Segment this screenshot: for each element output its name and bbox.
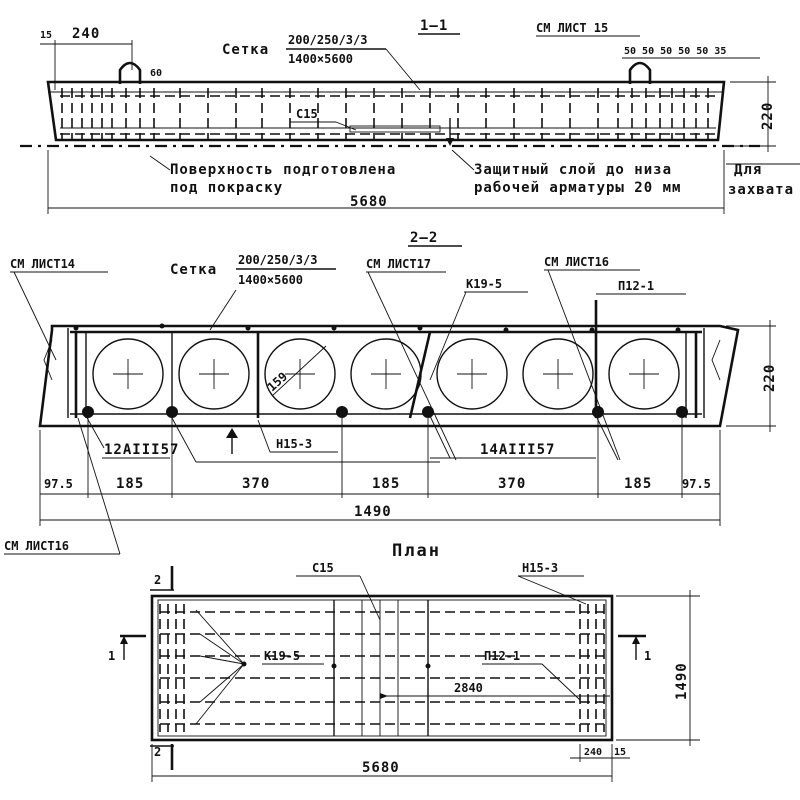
section-1-dim-240: 240	[72, 26, 100, 42]
section-1-note-surface-2: под покраску	[170, 180, 283, 196]
section-2-title: 2—2	[410, 230, 438, 246]
plan-end-hatch-left	[159, 604, 185, 732]
plan-k19-label: К19-5	[264, 649, 300, 663]
section-2-dim-chain-2: 370	[242, 476, 270, 492]
section-1-dim-60: 60	[150, 68, 162, 79]
plan-title: План	[392, 541, 441, 561]
plan-c15-label: С15	[312, 561, 334, 575]
section-2-ref-sheet-16-top: СМ ЛИСТ16	[544, 255, 609, 269]
plan-dim-15: 15	[614, 747, 626, 758]
section-2-bars	[82, 406, 688, 418]
section-2-2: 2—2 СМ ЛИСТ14 Сетка 200/250/3/3 1400×560…	[4, 230, 778, 555]
section-2-dim-chain-5: 185	[624, 476, 652, 492]
section-1-dim-5680: 5680	[350, 194, 388, 210]
section-1-note-cover-2: рабочей арматуры 20 мм	[474, 180, 681, 196]
section-2-voids	[92, 338, 680, 410]
plan-cut-1-left: 1	[108, 649, 115, 663]
section-1-note-grip-2: захвата	[728, 182, 794, 198]
plan-dim-5680: 5680	[362, 760, 400, 776]
plan-dim-1490: 1490	[674, 662, 690, 700]
section-2-dim-chain-0: 97.5	[44, 477, 73, 491]
section-1-note-grip-1: Для	[734, 162, 762, 178]
section-2-dim-chain-6: 97.5	[682, 477, 711, 491]
plan-p12-label: П12-1	[484, 649, 520, 663]
section-2-dim-chain-4: 370	[498, 476, 526, 492]
section-2-mesh-spec-top: 200/250/3/3	[238, 253, 317, 267]
plan-dim-240: 240	[584, 747, 602, 758]
section-1-title: 1—1	[420, 18, 448, 34]
section-1-stirrups-left	[61, 88, 237, 140]
section-2-mesh-spec-bottom: 1400×5600	[238, 273, 303, 287]
section-2-n15-label: Н15-3	[276, 437, 312, 451]
section-2-ref-sheet-17: СМ ЛИСТ17	[366, 257, 431, 271]
section-1-ref-sheet: СМ ЛИСТ 15	[536, 21, 608, 35]
section-2-dim-chain-1: 185	[116, 476, 144, 492]
section-2-ref-sheet-16-bottom: СМ ЛИСТ16	[4, 539, 69, 553]
section-2-bar-right: 14AIII57	[480, 442, 555, 458]
section-1-dim-220: 220	[760, 102, 776, 130]
plan-dim-2840: 2840	[454, 681, 483, 695]
section-2-mesh-dots	[73, 323, 681, 333]
section-1-c15-label: С15	[296, 107, 318, 121]
section-1-note-cover-1: Защитный слой до низа	[474, 162, 672, 178]
section-2-p12-label: П12-1	[618, 279, 654, 293]
section-1-mesh-spec-bottom: 1400×5600	[288, 52, 353, 66]
section-2-dim-chain-3: 185	[372, 476, 400, 492]
section-2-bar-left: 12AIII57	[104, 442, 179, 458]
plan-n15-label: Н15-3	[522, 561, 558, 575]
section-2-dim-220: 220	[762, 364, 778, 392]
section-1-mesh-spec-top: 200/250/3/3	[288, 33, 367, 47]
plan-cut-2-bottom: 2	[154, 745, 161, 759]
plan-cut-1-right: 1	[644, 649, 651, 663]
section-1-dim-15: 15	[40, 30, 52, 41]
plan-end-hatch-right	[579, 604, 605, 732]
section-2-dim-1490: 1490	[354, 504, 392, 520]
plan-cut-2-top: 2	[154, 573, 161, 587]
plan-view: План С15 Н15-3	[108, 541, 700, 782]
section-1-dim-right-chain: 50 50 50 50 50 35	[624, 46, 726, 57]
section-1-1: 1—1 15 240 Сетка 200/250/3/3 1400×5600 С…	[20, 18, 800, 214]
section-1-note-surface-1: Поверхность подготовлена	[170, 162, 396, 178]
section-2-k19-label: К19-5	[466, 277, 502, 291]
section-2-ref-sheet-14: СМ ЛИСТ14	[10, 257, 75, 271]
section-1-mesh-label: Сетка	[222, 42, 269, 58]
section-2-mesh-label: Сетка	[170, 262, 217, 278]
